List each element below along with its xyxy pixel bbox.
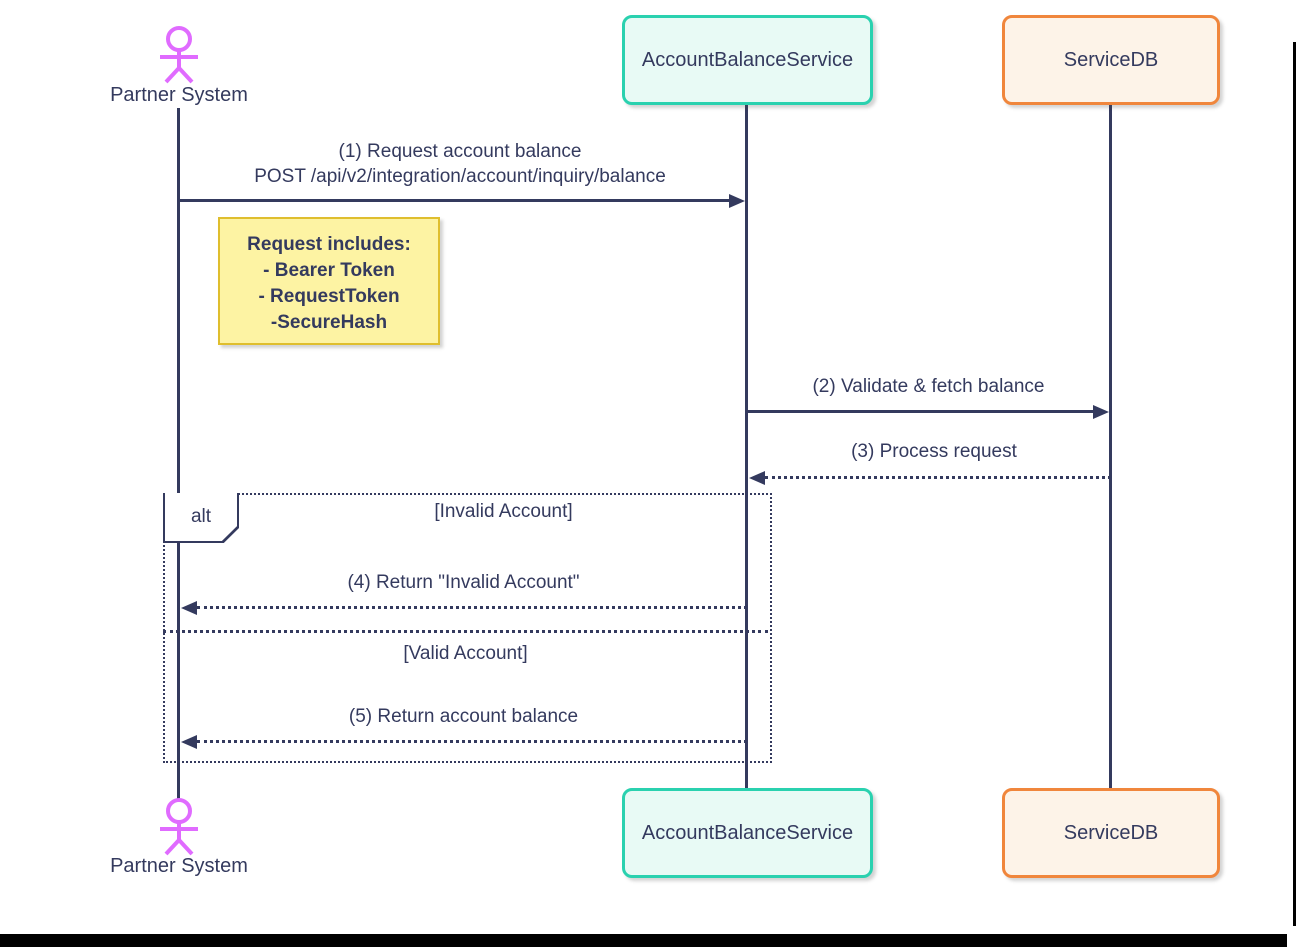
note-request-includes: Request includes: - Bearer Token - Reque…: [218, 217, 440, 345]
message-2-line: [747, 410, 1094, 413]
message-4-label: (4) Return "Invalid Account": [347, 572, 580, 593]
alt-divider: [163, 630, 768, 633]
message-2-arrowhead: [1093, 405, 1109, 419]
message-3-arrowhead: [749, 471, 765, 485]
alt-frame: [163, 493, 772, 763]
frame-bottom-edge: [0, 934, 1287, 947]
message-2-label: (2) Validate & fetch balance: [812, 376, 1045, 397]
participant-label: AccountBalanceService: [641, 821, 854, 844]
message-4-line: [197, 606, 747, 609]
person-icon: [160, 798, 198, 856]
alt-guard-invalid-account: [Invalid Account]: [434, 501, 573, 522]
participant-account-balance-service-top: AccountBalanceService: [622, 15, 873, 105]
message-1-arrowhead: [729, 194, 745, 208]
participant-service-db-bottom: ServiceDB: [1002, 788, 1220, 878]
message-4-arrowhead: [181, 601, 197, 615]
note-line: - Bearer Token: [263, 260, 395, 281]
participant-label: ServiceDB: [1063, 48, 1159, 71]
actor-label-partner-system-bottom: Partner System: [110, 855, 248, 877]
message-1-line2: POST /api/v2/integration/account/inquiry…: [254, 166, 666, 187]
actor-label-partner-system-top: Partner System: [110, 84, 248, 106]
message-1-line: [180, 199, 730, 202]
alt-guard-valid-account: [Valid Account]: [403, 643, 528, 664]
participant-label: ServiceDB: [1063, 821, 1159, 844]
message-5-label: (5) Return account balance: [348, 706, 579, 727]
note-line: -SecureHash: [270, 312, 388, 333]
message-3-line: [765, 476, 1111, 479]
message-5-line: [197, 740, 747, 743]
frame-right-edge: [1293, 42, 1296, 926]
alt-tab-label: alt: [165, 493, 237, 541]
person-icon: [160, 26, 198, 84]
alt-tab: alt: [163, 493, 239, 543]
message-1-line1: (1) Request account balance: [338, 141, 582, 162]
participant-service-db-top: ServiceDB: [1002, 15, 1220, 105]
participant-account-balance-service-bottom: AccountBalanceService: [622, 788, 873, 878]
message-5-arrowhead: [181, 735, 197, 749]
participant-label: AccountBalanceService: [641, 48, 854, 71]
lifeline-service-db: [1109, 105, 1112, 788]
lifeline-account-balance-service: [745, 105, 748, 788]
lifeline-partner-system: [177, 108, 180, 802]
note-line: - RequestToken: [258, 286, 400, 307]
note-line: Request includes:: [247, 234, 411, 255]
message-3-label: (3) Process request: [851, 441, 1017, 462]
